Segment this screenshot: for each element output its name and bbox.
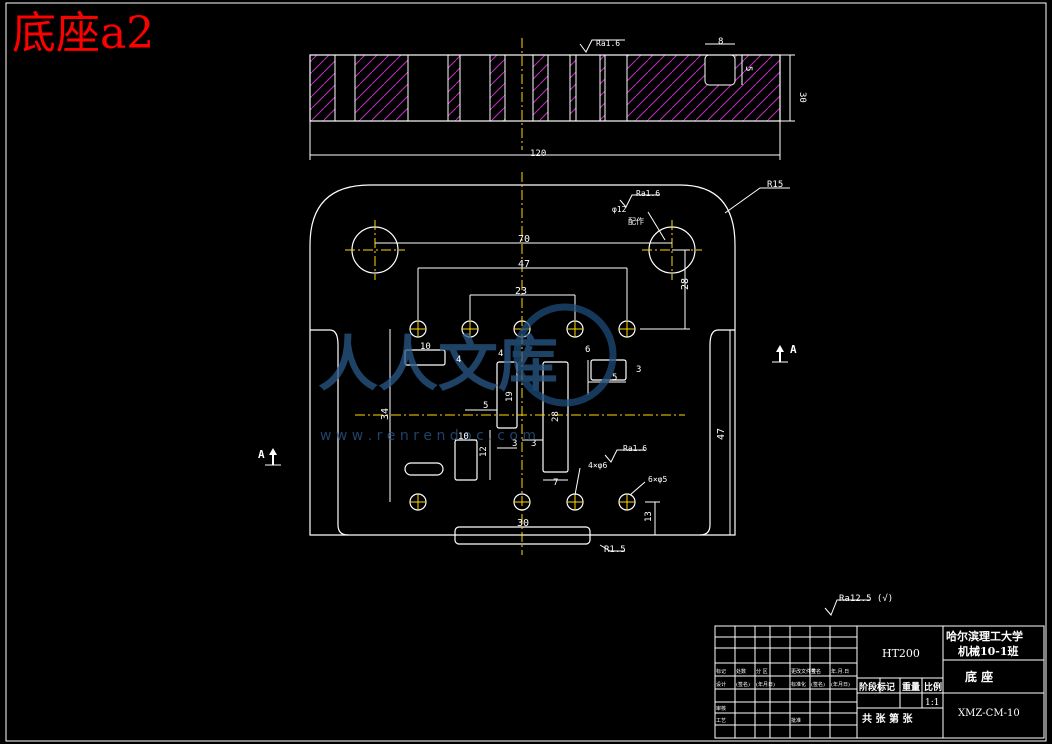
tb-r4-0: 工艺 [716,718,726,724]
section-view: Ra1.6 120 30 8 5 [309,37,807,160]
label-roughness-inner: Ra1.6 [623,444,647,453]
tb-r1-3: 更改文件号 [791,668,816,675]
title-block-text: HT200 哈尔滨理工大学 机械10-1班 底 座 XMZ-CM-10 阶段标记… [716,629,1023,725]
section-marker-right: A [790,343,797,356]
label-hole-callout2: 6×φ5 [648,475,667,484]
tb-r4-3: 批准 [791,717,801,724]
dim-10a: 10 [420,342,431,352]
tb-r2-1: (签名) [736,681,750,688]
dim-4a: 4 [456,355,461,365]
tb-scale-label: 比例 [924,681,942,693]
dim-19: 19 [505,391,515,402]
dim-length: 120 [530,149,546,159]
plan-labels: R15 R1.5 Ra1.6 φ12 配作 Ra1.6 4×φ6 6×φ5 70… [380,180,783,555]
center-lines [345,172,702,555]
tb-r2-4: (签名) [811,681,825,688]
dim-13: 13 [644,511,654,522]
tb-r1-0: 标记 [716,668,726,675]
dim-3a: 3 [512,439,517,449]
dim-70: 70 [518,234,530,245]
dim-7: 7 [553,478,558,488]
label-hole-note: φ12 [612,205,627,214]
tb-r2-3: 标准化 [791,681,806,688]
drawing-border [5,2,1047,742]
tb-weight-label: 重量 [902,681,920,693]
tb-school: 哈尔滨理工大学 [946,629,1023,643]
dim-10b: 10 [458,432,469,442]
tb-material: HT200 [882,647,920,660]
tb-r2-2: (年月日) [756,681,775,688]
tb-scale: 1:1 [925,698,939,708]
watermark-logo: 人人文库 [318,330,558,400]
hole-crosses [410,321,635,510]
dim-12: 12 [479,446,489,457]
dim-23: 23 [515,286,527,297]
dim-28: 28 [680,278,691,290]
label-hole-callout: 4×φ6 [588,461,607,470]
dim-3: 3 [636,365,641,375]
section-arrows [265,345,788,466]
label-r15: R15 [767,180,783,190]
dim-6: 6 [585,345,590,355]
general-roughness: Ra12.5 (√) [839,593,893,604]
dim-height: 30 [797,92,807,103]
tb-r1-1: 处数 [736,668,746,675]
dim-slot-d: 5 [743,66,753,71]
label-roughness-hole: Ra1.6 [636,189,660,198]
label-hole-note2: 配作 [628,216,644,226]
label-r1-5: R1.5 [604,545,626,555]
dim-slot-w: 8 [718,37,723,47]
tb-r1-2: 分 区 [756,668,768,675]
drawing-title: 底座a2 [12,8,155,59]
tb-sheets: 共 张 第 张 [862,712,913,725]
section-marker-left: A [258,448,265,461]
tb-r3-0: 审核 [716,705,726,712]
tb-r1-4: 签名 [811,668,821,675]
watermark: 人人文库 w w w . r e n r e n d o c . c o m [318,303,617,444]
dim-5b: 5 [612,373,617,383]
dim-28b: 28 [551,411,561,422]
dim-47b: 47 [716,428,727,440]
watermark-url: w w w . r e n r e n d o c . c o m [320,428,536,444]
tb-r1-5: 年.月.日 [831,668,849,675]
tb-stage-label: 阶段标记 [859,681,895,693]
tb-part-name: 底 座 [965,669,993,684]
tb-r2-0: 设计 [716,681,726,688]
dim-4b: 4 [498,349,503,359]
title-block [714,625,1045,739]
plan-dimension-lines [375,242,731,535]
dim-5a: 5 [483,401,488,411]
tb-r2-5: (年月日) [831,681,850,688]
dim-34: 34 [380,408,391,420]
dim-47: 47 [518,259,530,270]
top-roughness: Ra1.6 [596,39,620,48]
dim-3b: 3 [531,439,536,449]
tb-drawing-no: XMZ-CM-10 [958,708,1020,719]
tb-class: 机械10-1班 [958,644,1019,658]
dim-30: 30 [517,518,529,529]
